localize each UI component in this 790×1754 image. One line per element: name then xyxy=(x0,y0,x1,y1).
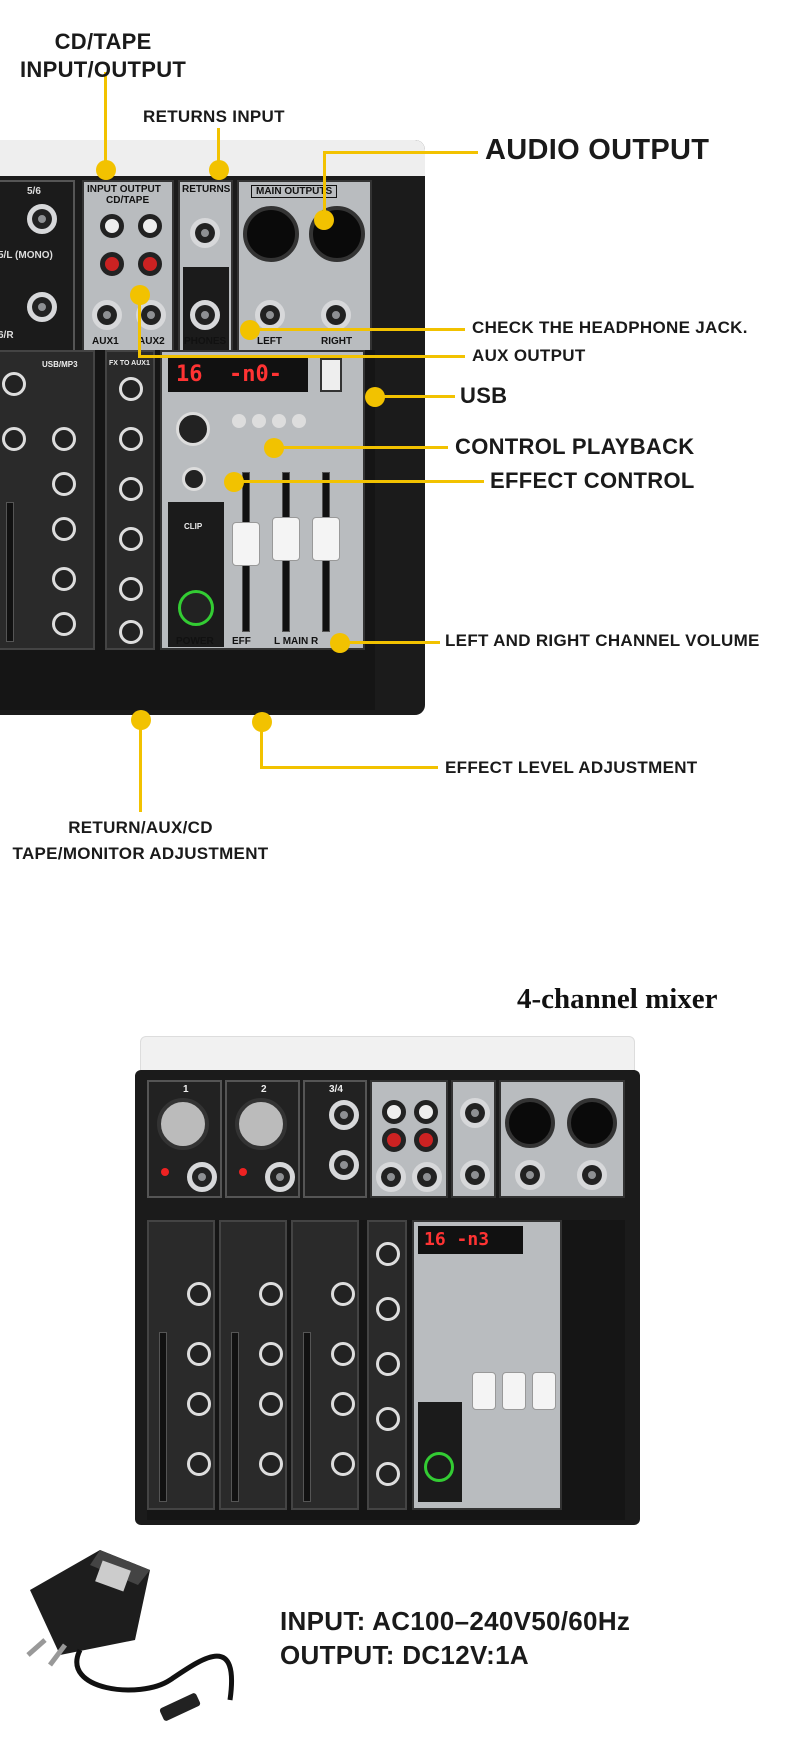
jack-6r xyxy=(27,292,57,322)
display2-number: 16 xyxy=(424,1229,446,1250)
callout-returns-input: RETURNS INPUT xyxy=(143,107,285,126)
power-label: POWER xyxy=(176,636,214,647)
return-adj-line1: RETURN/AUX/CD xyxy=(68,818,213,837)
aux2-label: AUX2 xyxy=(138,336,165,347)
ch34-label: 3/4 xyxy=(329,1084,343,1095)
rca-in-l xyxy=(100,214,124,238)
fx-to-aux1-label: FX TO AUX1 xyxy=(109,360,150,367)
callout-effect-level: EFFECT LEVEL ADJUSTMENT xyxy=(445,758,698,777)
main-outputs-label: MAIN OUTPUTS xyxy=(251,185,338,198)
power-input-spec: INPUT: AC100–240V50/60Hz xyxy=(280,1606,631,1636)
display-text: -n0- xyxy=(229,362,282,387)
rca-out-l xyxy=(138,214,162,238)
callout-audio-output: AUDIO OUTPUT xyxy=(485,134,710,166)
mono-label: 5/L (MONO) xyxy=(0,250,53,261)
r-label: 6/R xyxy=(0,330,14,341)
jack-left xyxy=(255,300,285,330)
callout-control-playback: CONTROL PLAYBACK xyxy=(455,434,695,459)
clip-label: CLIP xyxy=(184,522,203,531)
aux1-label: AUX1 xyxy=(92,336,119,347)
jack-aux1 xyxy=(92,300,122,330)
right-label: RIGHT xyxy=(321,336,353,347)
eff-label: EFF xyxy=(232,636,251,647)
ch2-label: 2 xyxy=(261,1084,267,1095)
led-display-2: 16 -n3 xyxy=(418,1226,523,1254)
play-button[interactable] xyxy=(252,414,266,428)
prev-button[interactable] xyxy=(232,414,246,428)
mixer2-top-edge xyxy=(140,1036,635,1076)
ch56-label: 5/6 xyxy=(27,186,41,197)
mixer-full: 1 2 3/4 16 -n3 xyxy=(135,1070,640,1525)
mixer-closeup: 5/6 5/L (MONO) 6/R INPUT OUTPUT CD/TAPE … xyxy=(0,140,425,715)
jack-5l xyxy=(27,204,57,234)
control-surface: USB/MP3 FX TO AUX1 16 -n0- CLIP POWER EF… xyxy=(0,350,375,710)
fx-strip: FX TO AUX1 xyxy=(105,350,155,650)
returns-label: RETURNS xyxy=(182,184,231,195)
led-display: 16 -n0- xyxy=(168,358,308,392)
jack-returns xyxy=(190,218,220,248)
power-adapter-image xyxy=(26,1550,234,1721)
channel-strip: USB/MP3 xyxy=(0,350,95,650)
callout-usb: USB xyxy=(460,383,508,408)
main-label: L MAIN R xyxy=(274,636,319,647)
master-section: 16 -n0- CLIP POWER EFF L MAIN R xyxy=(160,350,365,650)
product-title: 4-channel mixer xyxy=(517,983,718,1015)
display2-text: -n3 xyxy=(456,1229,490,1250)
xlr-left xyxy=(243,206,299,262)
callout-effect-control: EFFECT CONTROL xyxy=(490,468,695,493)
program-knob[interactable] xyxy=(176,412,210,446)
phones-label: PHONES xyxy=(184,336,227,347)
callout-headphone: CHECK THE HEADPHONE JACK. xyxy=(472,318,748,337)
callout-aux-output: AUX OUTPUT xyxy=(472,346,586,365)
ch1-label: 1 xyxy=(183,1084,189,1095)
callout-cd-tape: CD/TAPE INPUT/OUTPUT xyxy=(20,28,186,84)
input-output-label: INPUT OUTPUT xyxy=(87,184,161,195)
display-number: 16 xyxy=(176,362,203,387)
callout-lr-volume: LEFT AND RIGHT CHANNEL VOLUME xyxy=(445,631,760,650)
rca-in-r xyxy=(100,252,124,276)
left-label: LEFT xyxy=(257,336,282,347)
rca-out-r xyxy=(138,252,162,276)
cd-tape-line1: CD/TAPE xyxy=(54,29,152,54)
jack-right xyxy=(321,300,351,330)
repeat-knob[interactable] xyxy=(182,467,206,491)
cd-tape-label: CD/TAPE xyxy=(106,195,150,206)
mixer2-control-surface: 16 -n3 xyxy=(147,1220,625,1520)
mixer2-rear-panel: 1 2 3/4 xyxy=(147,1080,625,1200)
meter-panel: CLIP xyxy=(168,502,224,647)
callout-return-adjust: RETURN/AUX/CD TAPE/MONITOR ADJUSTMENT xyxy=(8,815,273,867)
return-adj-line2: TAPE/MONITOR ADJUSTMENT xyxy=(12,844,269,863)
power-output-spec: OUTPUT: DC12V:1A xyxy=(280,1640,529,1670)
jack-phones xyxy=(190,300,220,330)
usb-mp3-label: USB/MP3 xyxy=(42,360,78,369)
cd-tape-line2: INPUT/OUTPUT xyxy=(20,57,187,82)
next-button[interactable] xyxy=(272,414,286,428)
menu-button[interactable] xyxy=(292,414,306,428)
usb-port[interactable] xyxy=(320,358,342,392)
power-button[interactable] xyxy=(178,590,214,626)
